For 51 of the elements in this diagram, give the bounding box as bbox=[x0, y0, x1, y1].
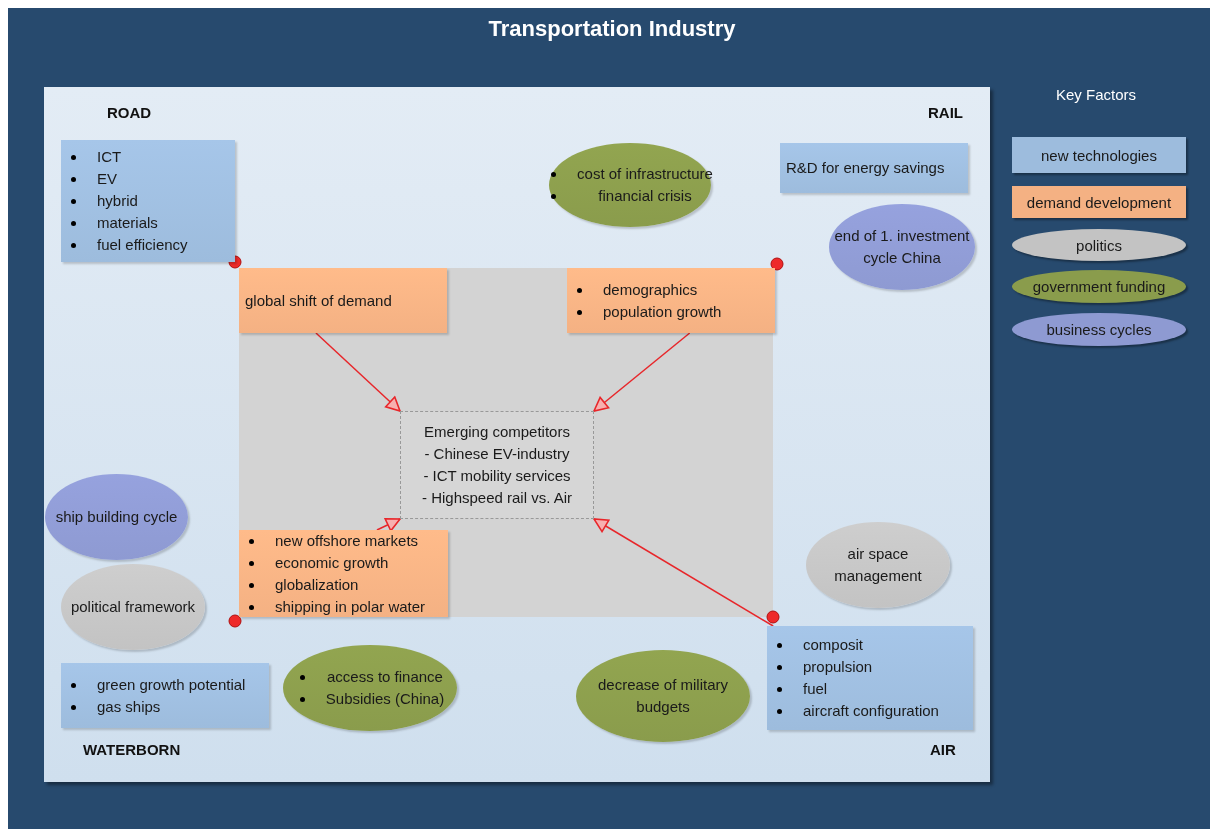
node-text: global shift of demand bbox=[245, 290, 393, 311]
node-text: - ICT mobility services bbox=[423, 466, 571, 486]
list-item: hybrid bbox=[67, 190, 229, 212]
legend-swatch: demand development bbox=[1012, 186, 1186, 218]
node-text: Emerging competitors bbox=[424, 422, 570, 442]
factor-box bbox=[239, 530, 448, 617]
list-item: aircraft configuration bbox=[773, 700, 967, 722]
section-label: WATERBORN bbox=[83, 741, 181, 758]
list-item: financial crisis bbox=[547, 185, 713, 207]
list-item: shipping in polar water bbox=[245, 595, 442, 618]
center-box bbox=[400, 411, 594, 519]
node-text: air space management bbox=[833, 544, 923, 586]
factor-box bbox=[567, 268, 775, 333]
section-label: AIR bbox=[930, 741, 956, 758]
list-item: materials bbox=[67, 212, 229, 234]
list-item: fuel bbox=[773, 678, 967, 700]
list-item: Subsidies (China) bbox=[295, 688, 445, 710]
list-item: composit bbox=[773, 634, 967, 656]
section-label: ROAD bbox=[107, 104, 152, 121]
factor-box bbox=[780, 143, 968, 193]
list-item: economic growth bbox=[245, 551, 442, 574]
factor-box bbox=[61, 140, 235, 262]
section-label: RAIL bbox=[928, 104, 963, 121]
factor-box bbox=[239, 268, 447, 333]
node-text: decrease of military budgets bbox=[596, 675, 730, 717]
node-text: ship building cycle bbox=[55, 507, 178, 527]
list-item: fuel efficiency bbox=[67, 234, 229, 256]
diagram-title: Transportation Industry bbox=[487, 16, 737, 42]
list-item: green growth potential bbox=[67, 673, 263, 696]
list-item: demographics bbox=[573, 278, 769, 301]
arrow bbox=[593, 518, 774, 627]
node-text: political framework bbox=[70, 597, 196, 617]
arrow bbox=[593, 332, 691, 412]
list-item: access to finance bbox=[295, 666, 445, 688]
list-item: globalization bbox=[245, 573, 442, 596]
list-item: EV bbox=[67, 168, 229, 190]
list-item: gas ships bbox=[67, 695, 263, 718]
arrow bbox=[315, 332, 401, 412]
factor-box bbox=[61, 663, 269, 728]
list-item: propulsion bbox=[773, 656, 967, 678]
factor-box bbox=[767, 626, 973, 730]
list-item: new offshore markets bbox=[245, 529, 442, 552]
node-text: end of 1. investment cycle China bbox=[833, 226, 971, 268]
arrow bbox=[376, 517, 401, 532]
list-item: ICT bbox=[67, 146, 229, 168]
node-text: - Chinese EV-industry bbox=[424, 444, 570, 464]
legend-title: Key Factors bbox=[1056, 86, 1137, 103]
legend-swatch: new technologies bbox=[1012, 137, 1186, 173]
node-text: R&D for energy savings bbox=[786, 158, 946, 178]
node-text: - Highspeed rail vs. Air bbox=[421, 488, 573, 508]
list-item: population growth bbox=[573, 300, 769, 323]
